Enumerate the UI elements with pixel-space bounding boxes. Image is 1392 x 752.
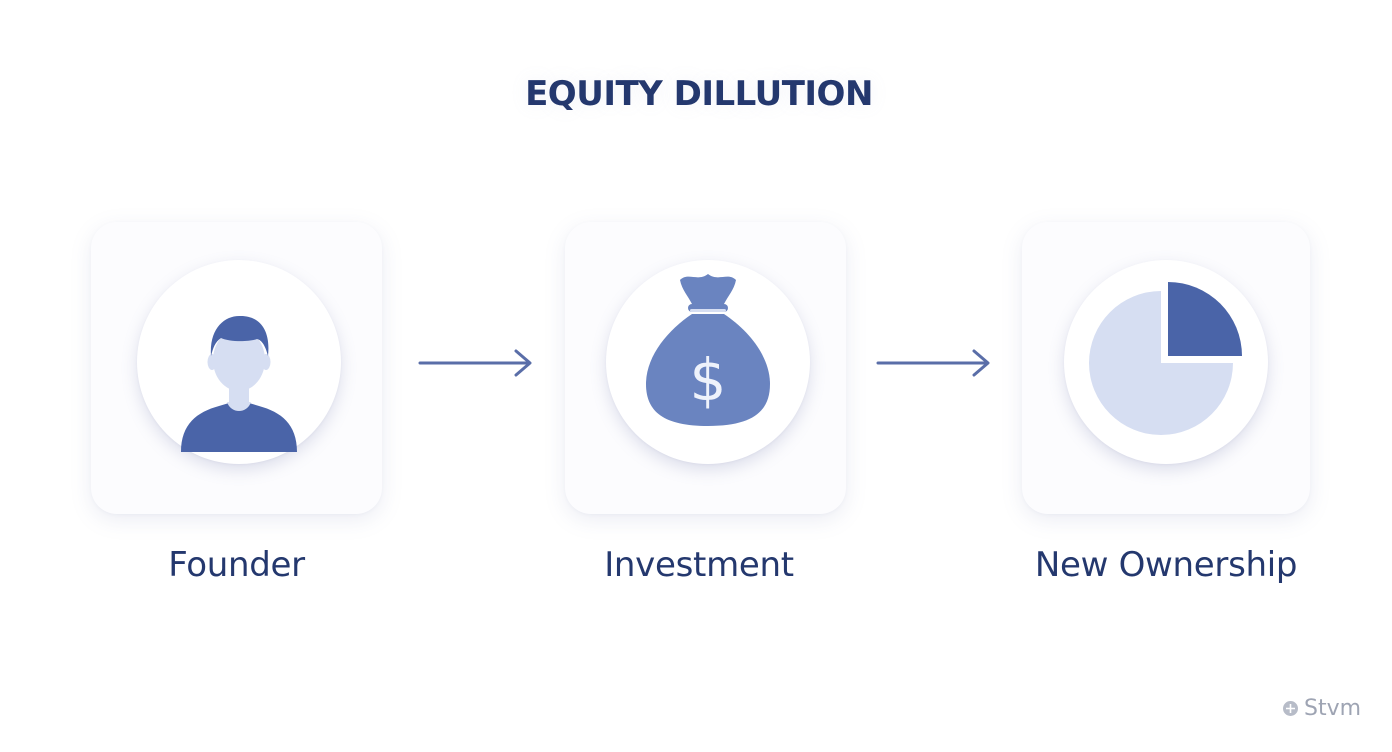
person-icon: [181, 315, 297, 452]
arrow-right-icon: [876, 349, 990, 377]
diagram-title: EQUITY DILLUTION: [525, 74, 873, 114]
arrow-right-icon: [418, 349, 532, 377]
logo-icon: [1283, 701, 1298, 716]
watermark-text: Stvm: [1304, 696, 1362, 721]
watermark: Stvm: [1282, 696, 1361, 721]
money-bag-dollar-icon: $: [646, 274, 770, 426]
investment-card: $: [565, 222, 846, 514]
svg-text:$: $: [690, 346, 727, 414]
founder-card: [91, 222, 382, 514]
new-ownership-card: [1022, 222, 1310, 514]
new-ownership-label: New Ownership: [1034, 545, 1298, 585]
founder-icon-circle: [137, 260, 341, 464]
investment-label: Investment: [604, 545, 794, 585]
new-ownership-icon-circle: [1064, 260, 1268, 464]
founder-label: Founder: [168, 545, 305, 585]
pie-chart-icon: [1089, 282, 1242, 435]
investment-icon-circle: $: [606, 260, 810, 464]
